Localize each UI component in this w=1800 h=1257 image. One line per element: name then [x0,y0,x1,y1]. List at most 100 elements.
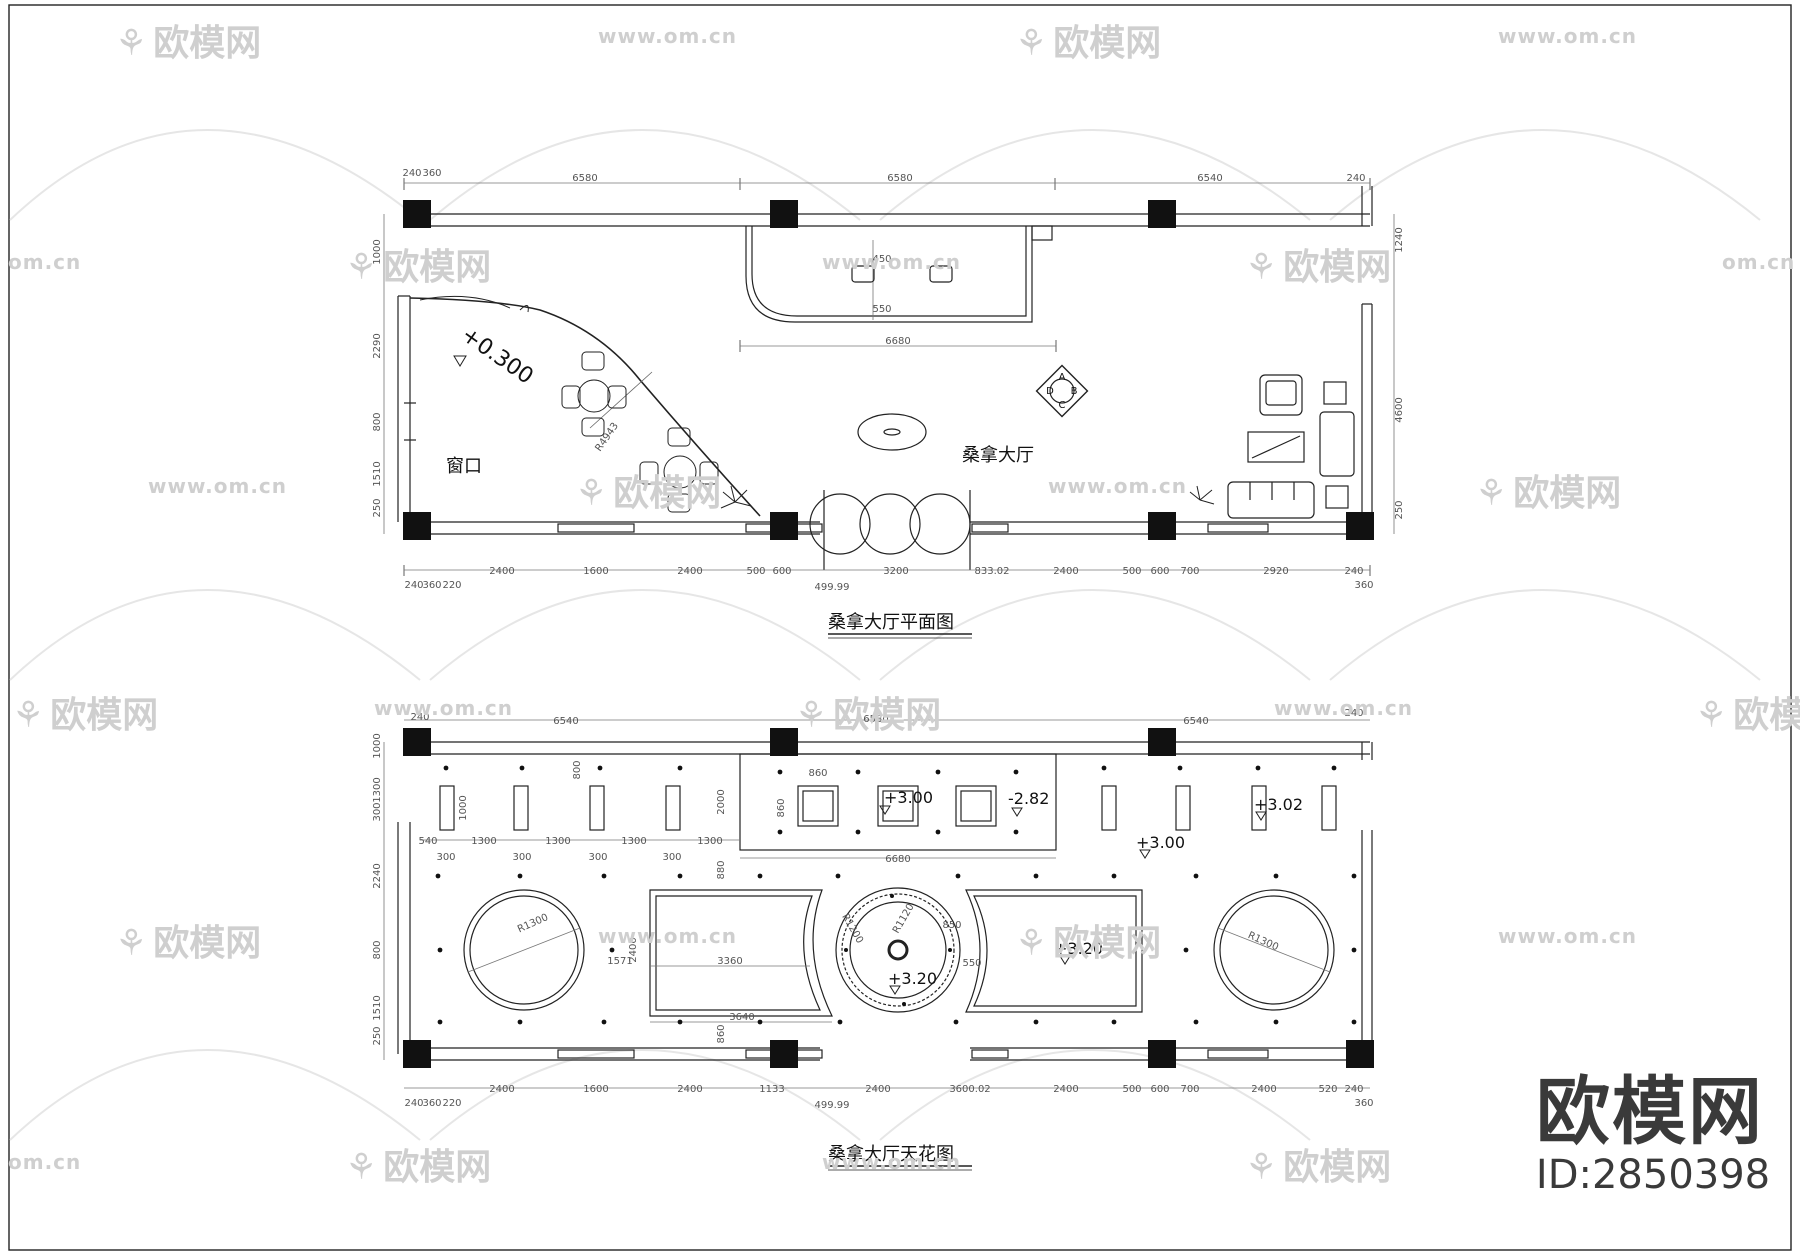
watermark-arcs [9,129,1761,1141]
svg-text:450: 450 [872,254,891,265]
svg-text:240: 240 [404,1098,423,1109]
svg-text:6680: 6680 [885,336,910,347]
brand-name: 欧模网 [1536,1069,1764,1155]
watermark-logo: 欧模网 [1695,686,1800,738]
svg-text:360: 360 [422,1098,441,1109]
svg-text:1000: 1000 [458,795,469,820]
brand-id: ID:2850398 [1535,1152,1771,1198]
watermark-logo: 欧模网 [1245,238,1391,290]
svg-text:3600.02: 3600.02 [949,1084,990,1095]
svg-text:4600: 4600 [1394,397,1405,422]
svg-text:6580: 6580 [572,173,597,184]
watermark-url: www.om.cn [1498,924,1638,948]
svg-text:240: 240 [410,712,429,723]
svg-text:360: 360 [1354,580,1373,591]
svg-text:300: 300 [512,852,531,863]
watermark-url: www.om.cn [598,924,738,948]
watermark-url: www.om.cn [374,696,514,720]
watermark-logo: 欧模网 [1015,914,1161,966]
svg-text:1510: 1510 [372,995,383,1020]
svg-text:499.99: 499.99 [815,1100,850,1111]
ceiling-columns [403,728,1374,1068]
svg-text:2400: 2400 [677,1084,702,1095]
svg-text:1300: 1300 [471,836,496,847]
svg-text:600: 600 [772,566,791,577]
watermark-logo: 欧模网 [12,686,158,738]
ceiling-dims-spots: 540 300 1300 300 1300 300 1300 300 1300 [418,836,722,863]
room-label: 桑拿大厅 [962,444,1034,466]
svg-text:6680: 6680 [885,854,910,865]
watermark-logo: 欧模网 [345,238,491,290]
level-center: +3.20 [888,969,937,988]
watermark-logo: 欧模网 [115,14,261,66]
svg-text:500: 500 [1122,566,1141,577]
watermark-url: www.om.cn [1048,474,1188,498]
plan-title: 桑拿大厅平面图 [828,611,954,633]
svg-text:1300: 1300 [372,777,383,802]
svg-text:1300: 1300 [545,836,570,847]
svg-text:2240: 2240 [372,863,383,888]
platform-radius: R4943 [593,421,621,454]
watermark-logo: 欧模网 [1245,1138,1391,1190]
watermark-logo: 欧模网 [345,1138,491,1190]
svg-text:240: 240 [404,580,423,591]
svg-text:520: 520 [1318,1084,1337,1095]
watermark-url: om.cn [8,250,82,274]
level-right: +3.00 [1136,833,1185,852]
svg-text:2290: 2290 [372,333,383,358]
svg-text:2400: 2400 [677,566,702,577]
svg-text:1240: 1240 [1394,227,1405,252]
sheet-border [8,4,1792,1251]
svg-text:600: 600 [1150,1084,1169,1095]
plan-dims-bottom: 2400 1600 2400 500 600 3200 833.02 2400 … [404,566,1373,593]
watermark-logo: 欧模网 [795,686,941,738]
svg-text:2920: 2920 [1263,566,1288,577]
window-label: 窗口 [446,456,482,477]
svg-text:1600: 1600 [583,566,608,577]
svg-text:1600: 1600 [583,1084,608,1095]
svg-text:500: 500 [1122,1084,1141,1095]
floor-columns [403,200,1374,540]
svg-text:1133: 1133 [759,1084,784,1095]
svg-text:250: 250 [372,498,383,517]
svg-text:6540: 6540 [1183,716,1208,727]
svg-text:360: 360 [1354,1098,1373,1109]
ceiling-title: 桑拿大厅天花图 [828,1143,954,1165]
svg-text:880: 880 [716,860,727,879]
svg-text:240: 240 [1344,566,1363,577]
svg-text:860: 860 [716,1024,727,1043]
svg-text:540: 540 [418,836,437,847]
svg-text:800: 800 [572,760,583,779]
svg-text:6540: 6540 [1197,173,1222,184]
compass-d: D [1046,386,1054,397]
level-bar: +3.00 [884,788,933,807]
svg-text:2000: 2000 [716,789,727,814]
svg-text:2400: 2400 [489,1084,514,1095]
watermark-logo: 欧模网 [575,464,721,516]
svg-text:250: 250 [1394,500,1405,519]
ceiling-downlights [435,765,1357,1025]
svg-text:360: 360 [422,580,441,591]
floor-level: +0.300 [457,322,538,389]
svg-text:3360: 3360 [717,956,742,967]
svg-text:3640: 3640 [729,1012,754,1023]
svg-text:240: 240 [1344,708,1363,719]
svg-text:1571: 1571 [607,956,632,967]
svg-text:1510: 1510 [372,461,383,486]
svg-text:250: 250 [372,1026,383,1045]
svg-text:R1300: R1300 [516,912,550,935]
svg-text:500: 500 [746,566,765,577]
svg-text:2400: 2400 [1053,566,1078,577]
svg-text:220: 220 [442,1098,461,1109]
plan-dims-bar: 450 550 6680 [872,254,910,347]
watermark-url: www.om.cn [1498,24,1638,48]
level-markers [453,355,1267,995]
svg-text:2400: 2400 [865,1084,890,1095]
compass-b: B [1071,386,1078,397]
svg-text:700: 700 [1180,566,1199,577]
plan-dims-top: 240 360 6580 6580 6540 240 [402,168,1365,184]
svg-text:550: 550 [962,958,981,969]
svg-text:860: 860 [776,798,787,817]
watermark-url: www.om.cn [822,1150,962,1174]
watermark-url: www.om.cn [1274,696,1414,720]
